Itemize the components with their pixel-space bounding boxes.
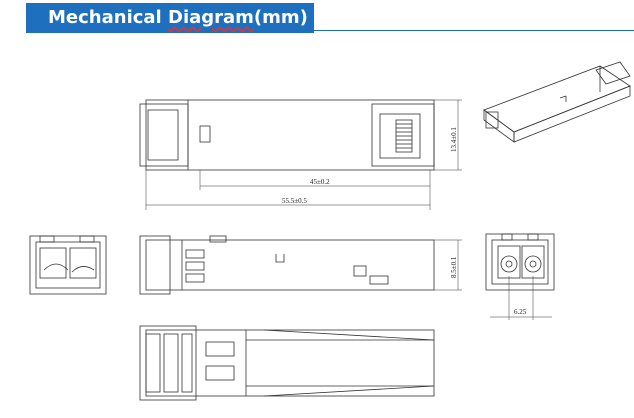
bottom-view [139,325,435,401]
dim-length-inner: 45±0.2 [310,178,330,186]
dim-height-side: 8.5±0.1 [450,256,458,278]
dim-width-top: 13.4±0.1 [450,127,458,152]
isometric-view [483,61,631,143]
side-view [139,235,462,295]
header-rule [314,30,634,31]
top-view [139,99,462,210]
port-right-icon [524,255,542,273]
rear-view [485,233,555,320]
port-left-icon [500,255,518,273]
header-bar [26,3,314,33]
front-view [29,235,107,295]
page-title: Mechanical Diagram(mm) [48,7,308,28]
dim-port-pitch: 6.25 [514,308,527,316]
dim-length-overall: 55.5±0.5 [282,197,307,205]
